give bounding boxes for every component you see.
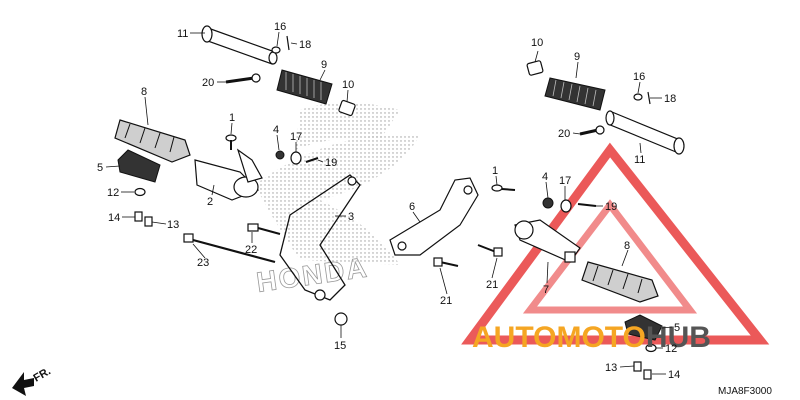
honda-logo-text: HONDA — [255, 252, 371, 298]
callout-14-left: 14 — [108, 212, 120, 224]
bolt-20-right — [579, 125, 605, 136]
bolt-1-right — [491, 184, 516, 192]
callout-20-left: 20 — [202, 77, 214, 89]
leader-lines — [105, 31, 673, 375]
watermark-text: AUTOMOTOHUB — [472, 321, 711, 354]
callout-11-left: 11 — [177, 28, 188, 40]
callout-19-right: 19 — [605, 201, 617, 213]
spring-17-left — [290, 151, 302, 165]
footpeg-rubber-left — [276, 69, 333, 105]
callout-18-left: 18 — [299, 39, 311, 51]
callout-13-left: 13 — [167, 219, 179, 231]
callout-9-left: 9 — [321, 59, 327, 71]
callout-1-right: 1 — [492, 165, 498, 177]
nut-12-left — [134, 187, 146, 197]
callout-15: 15 — [334, 340, 346, 352]
ball-4-right — [542, 197, 554, 209]
washer-right — [633, 93, 643, 101]
callout-8-left: 8 — [141, 86, 147, 98]
bolts-13-14-right — [633, 361, 652, 380]
footpeg-arm-2-left — [194, 148, 263, 201]
callout-7: 7 — [543, 284, 549, 296]
bolt-20-left — [225, 73, 261, 84]
ball-4-left — [275, 150, 285, 160]
spring-17-right — [560, 199, 572, 213]
callout-1-left: 1 — [229, 112, 235, 124]
holder-5-left — [117, 149, 161, 183]
watermark-text-part2: HUB — [646, 321, 711, 354]
callout-22: 22 — [245, 244, 257, 256]
callout-20-right: 20 — [558, 128, 570, 140]
plate-10-left — [338, 99, 356, 117]
callout-12-left: 12 — [107, 187, 119, 199]
callout-13-right: 13 — [605, 362, 617, 374]
svg-text:AUTOMOTOHUB: AUTOMOTOHUB — [472, 321, 711, 354]
callout-17-right: 17 — [559, 175, 571, 187]
callout-3: 3 — [348, 211, 354, 223]
callout-12-right: 12 — [665, 343, 677, 355]
callout-23: 23 — [197, 257, 209, 269]
callout-21-a: 21 — [440, 295, 452, 307]
footpeg-arm-7-right — [514, 219, 581, 263]
footrest-rubber-8-left — [114, 119, 191, 163]
watermark-logo — [461, 142, 770, 345]
callout-4-left: 4 — [273, 124, 279, 136]
direction-label: FR. — [32, 365, 53, 384]
pin-19-left — [305, 157, 319, 163]
callout-5-right: 5 — [674, 322, 680, 334]
direction-arrow: FR. — [12, 365, 53, 396]
callout-labels: 11 16 18 9 20 10 8 1 4 17 19 5 12 2 14 1… — [97, 21, 680, 381]
callout-11-right: 11 — [634, 154, 645, 166]
callout-8-right: 8 — [624, 240, 630, 252]
plate-10-right — [526, 60, 544, 76]
callout-14-right: 14 — [668, 369, 680, 381]
bolt-1-left — [225, 134, 237, 150]
callout-16-left: 16 — [274, 21, 286, 33]
callout-4-right: 4 — [542, 171, 548, 183]
callout-10-right: 10 — [531, 37, 543, 49]
cotter-pin-right — [647, 91, 651, 105]
footpeg-rubber-right — [544, 77, 606, 111]
washer-left — [271, 46, 281, 54]
pin-19-right — [577, 203, 597, 207]
bolt-23 — [183, 233, 276, 264]
watermark-text-part1: AUTOMOTO — [472, 321, 646, 354]
callout-18-right: 18 — [664, 93, 676, 105]
bracket-3-left — [279, 174, 361, 301]
cotter-pin-left — [286, 35, 290, 51]
diagram-code: MJA8F3000 — [718, 386, 772, 397]
bracket-6-right — [389, 177, 479, 256]
callout-5-left: 5 — [97, 162, 103, 174]
callout-9-right: 9 — [574, 51, 580, 63]
holder-5-right — [624, 314, 663, 341]
nut-15 — [334, 312, 348, 326]
callout-6: 6 — [409, 201, 415, 213]
bolt-21-a — [433, 257, 459, 267]
honda-wing-logo: HONDA — [254, 102, 420, 298]
bolt-22 — [247, 223, 281, 235]
footpeg-pin-right — [605, 110, 685, 155]
callout-10-left: 10 — [342, 79, 354, 91]
footrest-rubber-8-right — [581, 261, 659, 303]
bolts-13-14-left — [134, 211, 153, 227]
callout-2-left: 2 — [207, 196, 213, 208]
callout-16-right: 16 — [633, 71, 645, 83]
callout-19-left: 19 — [325, 157, 337, 169]
callout-21-b: 21 — [486, 279, 498, 291]
bolt-21-b — [477, 244, 503, 257]
callout-17-left: 17 — [290, 131, 302, 143]
footpeg-pin-left — [201, 25, 278, 65]
